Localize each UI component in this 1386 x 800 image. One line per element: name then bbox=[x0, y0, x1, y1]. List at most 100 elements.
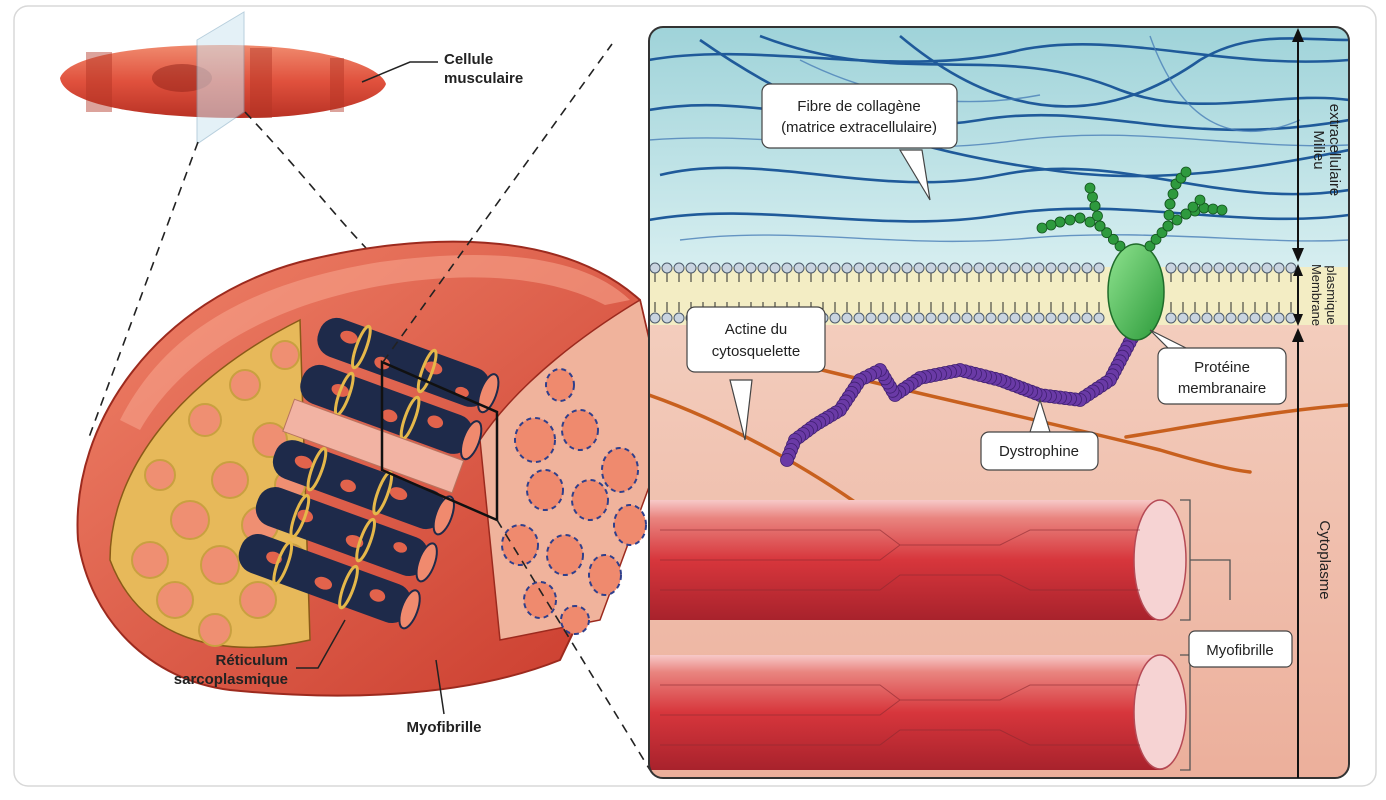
lipid-head bbox=[986, 313, 996, 323]
lipid-head bbox=[770, 263, 780, 273]
lipid-head bbox=[818, 263, 828, 273]
lipid-head bbox=[1082, 263, 1092, 273]
lipid-head bbox=[866, 313, 876, 323]
lipid-head bbox=[854, 313, 864, 323]
actin-label-line2: cytosquelette bbox=[712, 343, 800, 360]
lipid-head bbox=[1262, 263, 1272, 273]
glycan-bead bbox=[1208, 204, 1218, 214]
lipid-head bbox=[1046, 313, 1056, 323]
glycan-bead bbox=[1164, 210, 1174, 220]
lipid-head bbox=[1214, 263, 1224, 273]
lipid-head bbox=[782, 263, 792, 273]
lipid-head bbox=[998, 313, 1008, 323]
lipid-head bbox=[1166, 313, 1176, 323]
axis-cytoplasm: Cytoplasme bbox=[1316, 520, 1333, 599]
muscle-cell-spindle bbox=[60, 12, 386, 144]
section-plane bbox=[197, 12, 244, 144]
lipid-head bbox=[1262, 313, 1272, 323]
lipid-head bbox=[734, 263, 744, 273]
lipid-head bbox=[674, 263, 684, 273]
lipid-head bbox=[1046, 263, 1056, 273]
lipid-head bbox=[1010, 313, 1020, 323]
dystrophin-label: Dystrophine bbox=[999, 443, 1079, 460]
lipid-head bbox=[1022, 313, 1032, 323]
lipid-head bbox=[962, 263, 972, 273]
glycan-bead bbox=[1090, 201, 1100, 211]
lipid-head bbox=[758, 263, 768, 273]
lipid-head bbox=[914, 313, 924, 323]
cell-label-line2: musculaire bbox=[444, 70, 523, 87]
collagen-label-line2: (matrice extracellulaire) bbox=[781, 119, 937, 136]
lipid-head bbox=[1214, 313, 1224, 323]
lipid-head bbox=[1226, 263, 1236, 273]
lipid-head bbox=[1058, 313, 1068, 323]
lipid-head bbox=[1034, 263, 1044, 273]
lipid-head bbox=[1178, 263, 1188, 273]
protein-label-line2: membranaire bbox=[1178, 380, 1266, 397]
axis-membrane-line1: Membrane bbox=[1309, 264, 1324, 326]
axis-extracellular-line1: Milieu bbox=[1310, 130, 1327, 169]
lipid-head bbox=[1250, 313, 1260, 323]
actin-label-line1: Actine du bbox=[725, 321, 788, 338]
lipid-head bbox=[890, 313, 900, 323]
lipid-head bbox=[1094, 263, 1104, 273]
lipid-head bbox=[1190, 313, 1200, 323]
lipid-head bbox=[1070, 313, 1080, 323]
lipid-head bbox=[938, 313, 948, 323]
lipid-head bbox=[1070, 263, 1080, 273]
lipid-head bbox=[1022, 263, 1032, 273]
lipid-head bbox=[938, 263, 948, 273]
lipid-head bbox=[1274, 263, 1284, 273]
myofibril-left-label: Myofibrille bbox=[406, 719, 481, 736]
lipid-head bbox=[878, 313, 888, 323]
lipid-head bbox=[902, 263, 912, 273]
lipid-head bbox=[830, 313, 840, 323]
muscle-fiber-section bbox=[78, 242, 670, 696]
myofibril-right-label: Myofibrille bbox=[1206, 642, 1274, 659]
lipid-head bbox=[926, 263, 936, 273]
lipid-head bbox=[698, 263, 708, 273]
lipid-head bbox=[806, 263, 816, 273]
lipid-head bbox=[650, 313, 660, 323]
lipid-head bbox=[1058, 263, 1068, 273]
glycan-bead bbox=[1181, 167, 1191, 177]
glycan-bead bbox=[1163, 221, 1173, 231]
lipid-head bbox=[902, 313, 912, 323]
reticulum-label-line1: Réticulum bbox=[215, 652, 288, 669]
glycan-bead bbox=[1075, 213, 1085, 223]
lipid-head bbox=[1274, 313, 1284, 323]
lipid-head bbox=[926, 313, 936, 323]
protein-label-line1: Protéine bbox=[1194, 359, 1250, 376]
glycan-bead bbox=[1093, 211, 1103, 221]
lipid-head bbox=[1250, 263, 1260, 273]
axis-extracellular-line2: extracellulaire bbox=[1326, 104, 1343, 197]
lipid-head bbox=[1178, 313, 1188, 323]
lipid-head bbox=[1226, 313, 1236, 323]
glycan-bead bbox=[1088, 192, 1098, 202]
extracellular-zone bbox=[649, 27, 1349, 267]
lipid-head bbox=[878, 263, 888, 273]
lipid-head bbox=[866, 263, 876, 273]
glycan-bead bbox=[1217, 205, 1227, 215]
lipid-head bbox=[830, 263, 840, 273]
lipid-head bbox=[950, 313, 960, 323]
lipid-head bbox=[986, 263, 996, 273]
cell-label-line1: Cellule bbox=[444, 51, 493, 68]
lipid-head bbox=[842, 313, 852, 323]
lipid-head bbox=[650, 263, 660, 273]
glycan-bead bbox=[1195, 195, 1205, 205]
lipid-head bbox=[1094, 313, 1104, 323]
lipid-head bbox=[746, 263, 756, 273]
lipid-head bbox=[1286, 263, 1296, 273]
lipid-head bbox=[914, 263, 924, 273]
lipid-head bbox=[962, 313, 972, 323]
glycan-bead bbox=[1055, 217, 1065, 227]
lipid-head bbox=[1202, 263, 1212, 273]
lipid-head bbox=[950, 263, 960, 273]
glycan-bead bbox=[1095, 221, 1105, 231]
lipid-head bbox=[1202, 313, 1212, 323]
lipid-head bbox=[686, 263, 696, 273]
lipid-head bbox=[974, 313, 984, 323]
